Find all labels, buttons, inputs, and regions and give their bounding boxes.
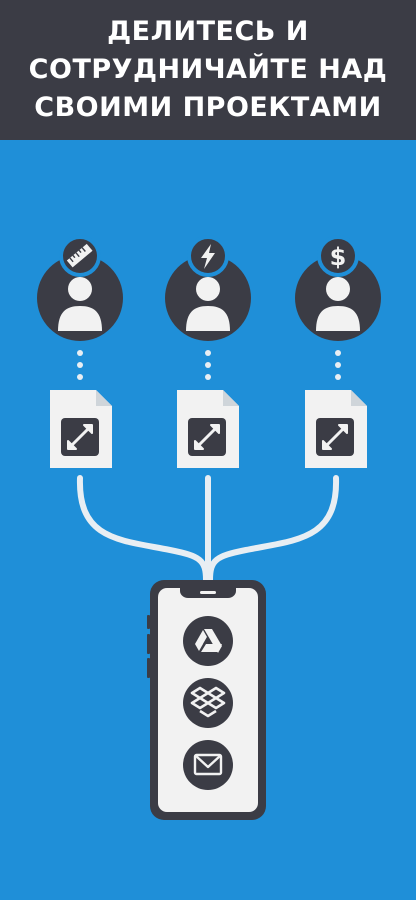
dotted-links [77,350,341,380]
connector-right [207,475,340,583]
expand-arrows-icon [188,418,226,456]
dollar-badge-text: $ [330,243,347,271]
phone [147,580,266,820]
document-3 [305,390,367,468]
document-2 [177,390,239,468]
phone-volume-down [147,658,150,678]
google-drive-icon[interactable] [183,616,233,666]
dots-left [77,350,83,380]
headline: ДЕЛИТЕСЬ И СОТРУДНИЧАЙТЕ НАД СВОИМИ ПРОЕ… [28,16,388,123]
expand-arrows-icon [316,418,354,456]
mail-icon[interactable] [183,740,233,790]
document-1 [50,390,112,468]
user-icon [58,277,102,331]
lightning-icon [187,235,229,277]
collaborator-3: $ [295,235,381,341]
dropbox-icon[interactable] [183,678,233,728]
collaborator-1 [37,235,123,341]
header-banner: ДЕЛИТЕСЬ И СОТРУДНИЧАЙТЕ НАД СВОИМИ ПРОЕ… [0,0,416,140]
phone-volume-up [147,634,150,654]
user-icon [186,277,230,331]
connector-lines [76,475,340,583]
illustration: $ [0,140,416,900]
ruler-icon [59,235,101,277]
dollar-icon: $ [317,235,359,277]
collaboration-diagram: $ [37,235,381,820]
expand-arrows-icon [61,418,99,456]
dots-right [335,350,341,380]
user-icon [316,277,360,331]
collaborator-2 [165,235,251,341]
dots-center [205,350,211,380]
phone-side-button [147,615,150,629]
connector-left [76,475,209,583]
